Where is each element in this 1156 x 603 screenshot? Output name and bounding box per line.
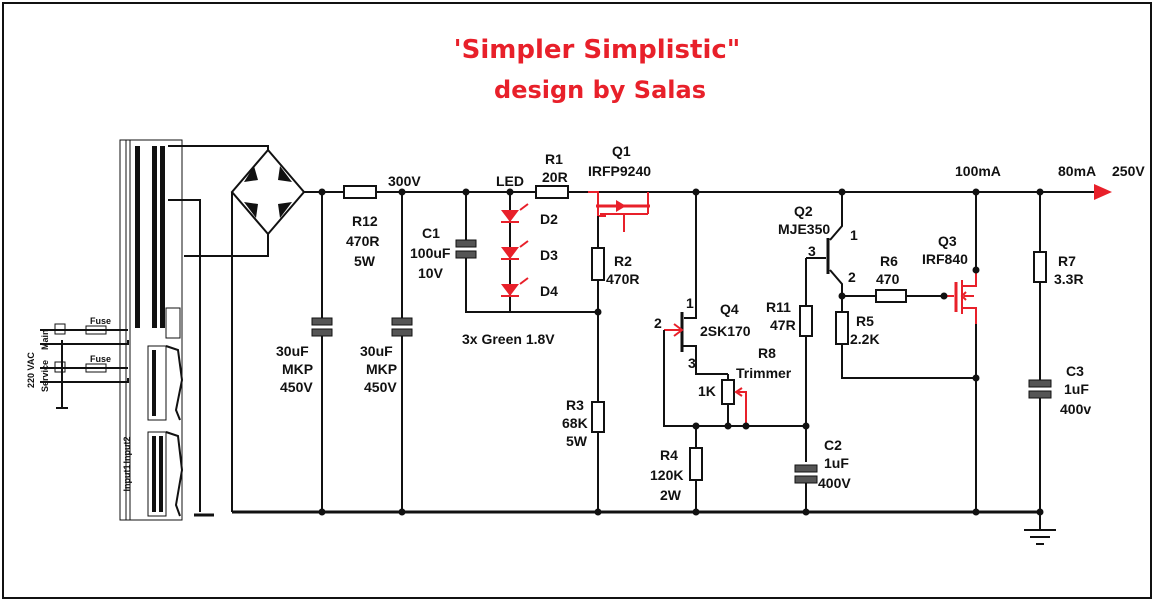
c2-value: 1uF (824, 455, 849, 471)
q4-pin1: 1 (686, 295, 694, 311)
c3-capacitor (1028, 379, 1052, 399)
output-250v-label: 250V (1112, 163, 1145, 179)
bridge-rectifier (168, 145, 306, 517)
r1-value: 20R (542, 169, 568, 185)
q2-pin3: 3 (808, 243, 816, 259)
r12-ref: R12 (352, 213, 378, 229)
r7-ref: R7 (1058, 253, 1076, 269)
fuse2-label: Fuse (90, 354, 111, 364)
mains-input: Fuse Fuse 220 VAC Main Service (26, 316, 129, 409)
r8-value: Trimmer (736, 365, 792, 381)
q1-value: IRFP9240 (588, 163, 651, 179)
q2-ref: Q2 (794, 203, 813, 219)
c2-ref: C2 (824, 437, 842, 453)
r8-ref: R8 (758, 345, 776, 361)
r1-ref: R1 (545, 151, 563, 167)
output-arrow (1094, 184, 1112, 200)
r3-resistor (591, 401, 605, 433)
q1-ref: Q1 (612, 143, 631, 159)
cap-b-value: 30uF (360, 343, 393, 359)
q2-bjt (805, 192, 843, 512)
c3-rating: 400v (1060, 401, 1091, 417)
r7-value: 3.3R (1054, 271, 1084, 287)
current-80ma-label: 80mA (1058, 163, 1096, 179)
cap-a-rating: 450V (280, 379, 313, 395)
c2-rating: 400V (818, 475, 851, 491)
r4-resistor (689, 447, 703, 481)
c1-value: 100uF (410, 245, 451, 261)
ground-symbol (1024, 512, 1056, 545)
r2-resistor (591, 247, 605, 281)
r8-resistance: 1K (698, 383, 716, 399)
r6-ref: R6 (880, 253, 898, 269)
q2-pin1: 1 (850, 227, 858, 243)
r4-rating: 2W (660, 487, 682, 503)
junction-dots (318, 188, 1044, 516)
r5-ref: R5 (856, 313, 874, 329)
q3-value: IRF840 (922, 251, 968, 267)
cap-30uf-a (311, 192, 333, 512)
c1-capacitor (455, 192, 598, 313)
fuse1-label: Fuse (90, 316, 111, 326)
input1-label: Input1 (122, 465, 132, 492)
cap-30uf-b (391, 192, 413, 512)
c3-ref: C3 (1066, 363, 1084, 379)
diagram-title: 'Simpler Simplistic" (454, 35, 741, 65)
r6-resistor (875, 289, 907, 303)
service-label: Service (40, 360, 50, 392)
r11-ref: R11 (766, 299, 791, 315)
cap-a-type: MKP (282, 361, 313, 377)
q4-pin3: 3 (688, 355, 696, 371)
c1-rating: 10V (418, 265, 444, 281)
r5-value: 2.2K (850, 331, 880, 347)
rail-300v-label: 300V (388, 173, 421, 189)
cap-a-value: 30uF (276, 343, 309, 359)
cap-b-rating: 450V (364, 379, 397, 395)
d4-label: D4 (540, 283, 558, 299)
q2-pin2: 2 (848, 269, 856, 285)
r7-resistor (1033, 251, 1047, 283)
r5-resistor (835, 311, 849, 345)
r8-trimmer (721, 374, 747, 426)
r11-value: 47R (770, 317, 796, 333)
q4-pin2: 2 (654, 315, 662, 331)
c2-capacitor (794, 464, 818, 484)
c3-value: 1uF (1064, 381, 1089, 397)
r2-ref: R2 (614, 253, 632, 269)
q4-jfet (663, 192, 806, 427)
r1-resistor (535, 185, 569, 199)
d2-label: D2 (540, 211, 558, 227)
q4-ref: Q4 (720, 301, 739, 317)
q3-ref: Q3 (938, 233, 957, 249)
r3-value: 68K (562, 415, 588, 431)
r12-resistor (343, 185, 377, 199)
mains-voltage-label: 220 VAC (26, 352, 36, 388)
r6-value: 470 (876, 271, 900, 287)
q4-value: 2SK170 (700, 323, 751, 339)
led-string (501, 192, 529, 312)
main-label: Main (40, 329, 50, 350)
r3-ref: R3 (566, 397, 584, 413)
r4-value: 120K (650, 467, 683, 483)
c1-ref: C1 (422, 225, 440, 241)
led-label: LED (496, 173, 524, 189)
q2-value: MJE350 (778, 221, 830, 237)
r11-resistor (799, 305, 813, 337)
r2-value: 470R (606, 271, 639, 287)
d3-label: D3 (540, 247, 558, 263)
diagram-subtitle: design by Salas (494, 76, 706, 104)
r4-ref: R4 (660, 447, 678, 463)
q1-mosfet (588, 191, 650, 232)
transformer: Input2 Input1 (119, 139, 184, 521)
r12-value: 470R (346, 233, 379, 249)
current-100ma-label: 100mA (955, 163, 1001, 179)
cap-b-type: MKP (366, 361, 397, 377)
leds-note: 3x Green 1.8V (462, 331, 555, 347)
r3-rating: 5W (566, 433, 588, 449)
input2-label: Input2 (122, 437, 132, 464)
r12-rating: 5W (354, 253, 376, 269)
